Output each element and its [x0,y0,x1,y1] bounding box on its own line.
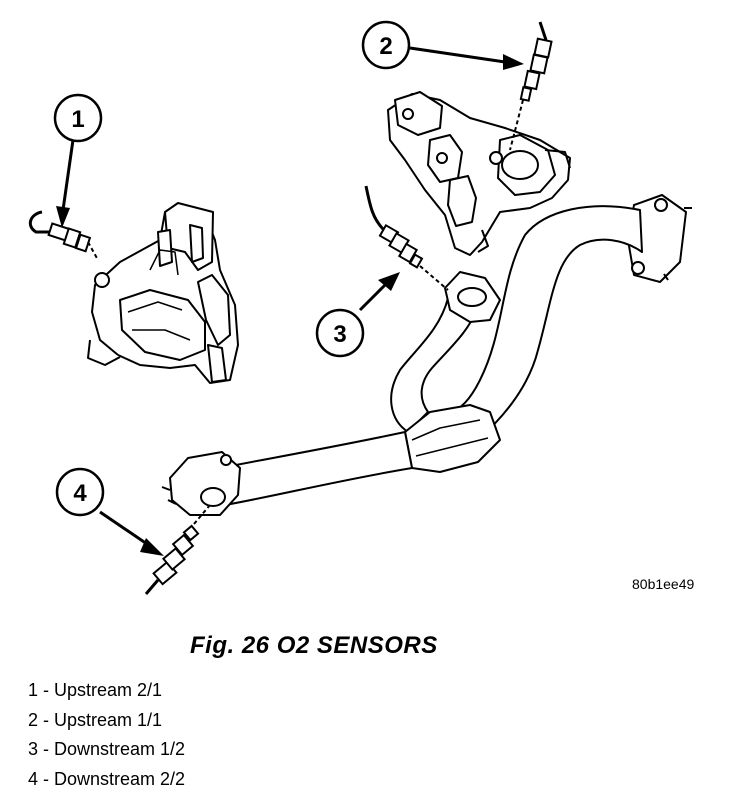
front-exhaust-manifold [387,91,571,256]
legend-item: 3 - Downstream 1/2 [28,739,186,759]
callout-number: 1 [71,106,84,133]
callout-number: 2 [379,33,392,60]
o2-sensor-upstream-2-1 [28,210,99,261]
legend-item: 4 - Downstream 2/2 [28,768,186,789]
legend-number: 3 [28,739,39,759]
legend-item: 2 - Upstream 1/1 [28,709,163,730]
legend-label: Downstream 1/2 [54,739,186,759]
legend-list: 1 - Upstream 2/1 2 - Upstream 1/1 3 - Do… [28,676,185,794]
callout-2: 2 [361,20,411,70]
o2-sensor-downstream-1-2 [364,185,449,291]
legend-item: 1 - Upstream 2/1 [28,680,163,700]
rear-exhaust-manifold [87,202,239,384]
callout-1: 1 [53,93,103,143]
exhaust-y-pipe [161,194,692,516]
legend-label: Downstream 2/2 [54,768,186,789]
callout-number: 4 [73,480,87,507]
o2-sensor-upstream-1-1 [509,21,553,151]
callout-number: 3 [333,321,346,348]
legend-label: Upstream 2/1 [54,680,163,700]
figure-id-label: 80b1ee49 [632,576,695,592]
o2-sensor-diagram: 1 2 3 4 [28,20,692,595]
legend-number: 1 [28,680,39,700]
figure-caption: Fig. 26 O2 SENSORS [190,632,438,659]
legend-label: Upstream 1/1 [54,709,163,730]
legend-number: 4 [28,768,39,789]
legend-number: 2 [28,709,39,730]
leader-arrows [56,46,524,556]
callout-4: 4 [55,467,105,517]
callout-3: 3 [315,308,365,358]
o2-sensor-downstream-2-2 [144,504,211,595]
